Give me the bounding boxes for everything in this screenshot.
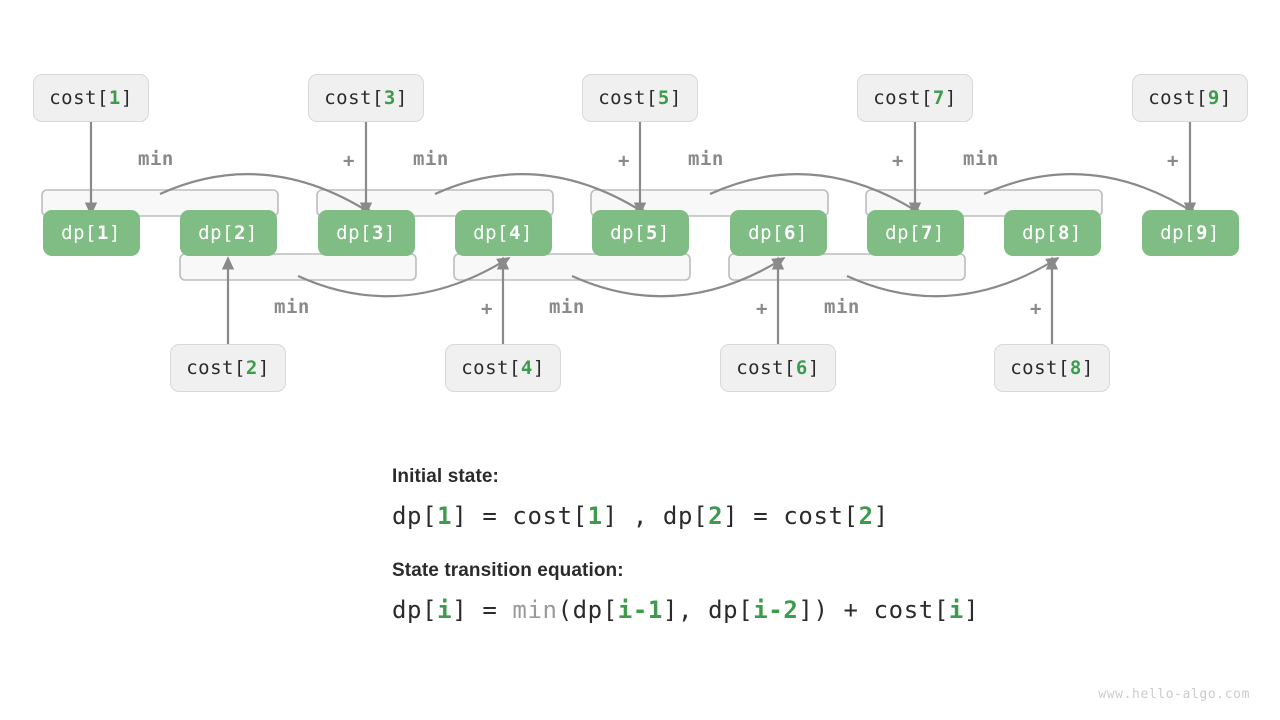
edge-label-bottom-plus-3: + xyxy=(756,298,768,320)
node-index: 4 xyxy=(520,357,533,379)
bracket-top-2 xyxy=(590,189,829,217)
formula-token-2: ] = xyxy=(452,596,513,624)
caption-block: Initial state: dp[1] = cost[1] , dp[2] =… xyxy=(392,466,1092,624)
formula-token-0: dp[ xyxy=(392,502,438,530)
cost-node-6: cost[6] xyxy=(720,344,836,392)
arrows-bottom xyxy=(221,256,1060,344)
dp-node-4: dp[4] xyxy=(454,210,552,256)
edge-label-top-min-2: min xyxy=(413,148,449,170)
node-index: 9 xyxy=(1195,222,1208,244)
formula-token-8: ]) + cost[ xyxy=(798,596,949,624)
formula-token-7: 2 xyxy=(858,502,874,530)
formula-token-5: i-1 xyxy=(617,596,663,624)
node-index: 8 xyxy=(1057,222,1070,244)
formula-token-1: 1 xyxy=(437,502,453,530)
node-index: 5 xyxy=(645,222,658,244)
edge-label-bottom-plus-5: + xyxy=(1030,298,1042,320)
dp-node-8: dp[8] xyxy=(1003,210,1101,256)
bracket-bottom-0 xyxy=(179,253,417,281)
edge-label-top-min-0: min xyxy=(138,148,174,170)
bracket-top-1 xyxy=(316,189,554,217)
formula-token-1: i xyxy=(437,596,453,624)
arrow-min-top-3 xyxy=(983,173,1198,215)
state-transition-heading: State transition equation: xyxy=(392,560,624,581)
node-index: 2 xyxy=(245,357,258,379)
cost-node-9: cost[9] xyxy=(1132,74,1248,122)
formula-token-4: (dp[ xyxy=(557,596,618,624)
cost-node-1: cost[1] xyxy=(33,74,149,122)
edge-label-top-plus-3: + xyxy=(618,150,630,172)
grouping-brackets-bottom xyxy=(179,253,966,281)
formula-token-5: 2 xyxy=(708,502,724,530)
arrow-min-bottom-1 xyxy=(571,257,786,298)
edge-label-bottom-plus-1: + xyxy=(481,298,493,320)
node-index: 6 xyxy=(795,357,808,379)
node-index: 3 xyxy=(371,222,384,244)
arrows-top xyxy=(84,122,1198,216)
node-index: 6 xyxy=(783,222,796,244)
dp-node-7: dp[7] xyxy=(866,210,964,256)
node-index: 8 xyxy=(1069,357,1082,379)
cost-node-3: cost[3] xyxy=(308,74,424,122)
formula-token-0: dp[ xyxy=(392,596,438,624)
node-index: 3 xyxy=(383,87,396,109)
formula-token-6: ], dp[ xyxy=(662,596,754,624)
formula-token-3: 1 xyxy=(587,502,603,530)
dp-node-9: dp[9] xyxy=(1141,210,1239,256)
dp-node-6: dp[6] xyxy=(729,210,827,256)
arrow-min-top-0 xyxy=(159,173,374,215)
arrow-min-top-1 xyxy=(434,173,648,215)
dp-node-1: dp[1] xyxy=(42,210,140,256)
edge-label-bottom-min-4: min xyxy=(824,296,860,318)
node-index: 5 xyxy=(657,87,670,109)
cost-node-4: cost[4] xyxy=(445,344,561,392)
watermark: www.hello-algo.com xyxy=(1098,687,1250,702)
bracket-bottom-2 xyxy=(728,253,966,281)
dp-node-2: dp[2] xyxy=(179,210,277,256)
edge-label-top-min-6: min xyxy=(963,148,999,170)
state-transition-formula: dp[i] = min(dp[i-1], dp[i-2]) + cost[i] xyxy=(392,596,1092,624)
formula-token-2: ] = cost[ xyxy=(452,502,588,530)
arrow-min-bottom-2 xyxy=(846,257,1060,298)
edge-label-top-plus-5: + xyxy=(892,150,904,172)
node-index: 1 xyxy=(108,87,121,109)
dp-node-5: dp[5] xyxy=(591,210,689,256)
grouping-brackets-top xyxy=(41,189,1103,217)
formula-token-10: ] xyxy=(963,596,980,624)
node-index: 1 xyxy=(96,222,109,244)
node-index: 4 xyxy=(508,222,521,244)
arrow-min-top-2 xyxy=(709,173,923,215)
dp-node-3: dp[3] xyxy=(317,210,415,256)
cost-node-8: cost[8] xyxy=(994,344,1110,392)
cost-node-2: cost[2] xyxy=(170,344,286,392)
cost-node-7: cost[7] xyxy=(857,74,973,122)
formula-token-4: ] , dp[ xyxy=(602,502,709,530)
edge-label-top-plus-1: + xyxy=(343,150,355,172)
formula-token-8: ] xyxy=(873,502,889,530)
node-index: 9 xyxy=(1207,87,1220,109)
edge-label-bottom-min-0: min xyxy=(274,296,310,318)
initial-state-heading: Initial state: xyxy=(392,466,499,487)
edge-label-top-plus-7: + xyxy=(1167,150,1179,172)
bracket-top-0 xyxy=(41,189,279,217)
formula-token-9: i xyxy=(948,596,964,624)
node-index: 2 xyxy=(233,222,246,244)
edge-label-top-min-4: min xyxy=(688,148,724,170)
edge-label-bottom-min-2: min xyxy=(549,296,585,318)
cost-node-5: cost[5] xyxy=(582,74,698,122)
arrow-min-bottom-0 xyxy=(297,257,511,298)
formula-token-7: i-2 xyxy=(753,596,799,624)
initial-state-formula: dp[1] = cost[1] , dp[2] = cost[2] xyxy=(392,502,1092,530)
formula-token-6: ] = cost[ xyxy=(723,502,859,530)
node-index: 7 xyxy=(932,87,945,109)
formula-token-3: min xyxy=(512,596,558,624)
node-index: 7 xyxy=(920,222,933,244)
bracket-bottom-1 xyxy=(453,253,691,281)
bracket-top-3 xyxy=(865,189,1103,217)
